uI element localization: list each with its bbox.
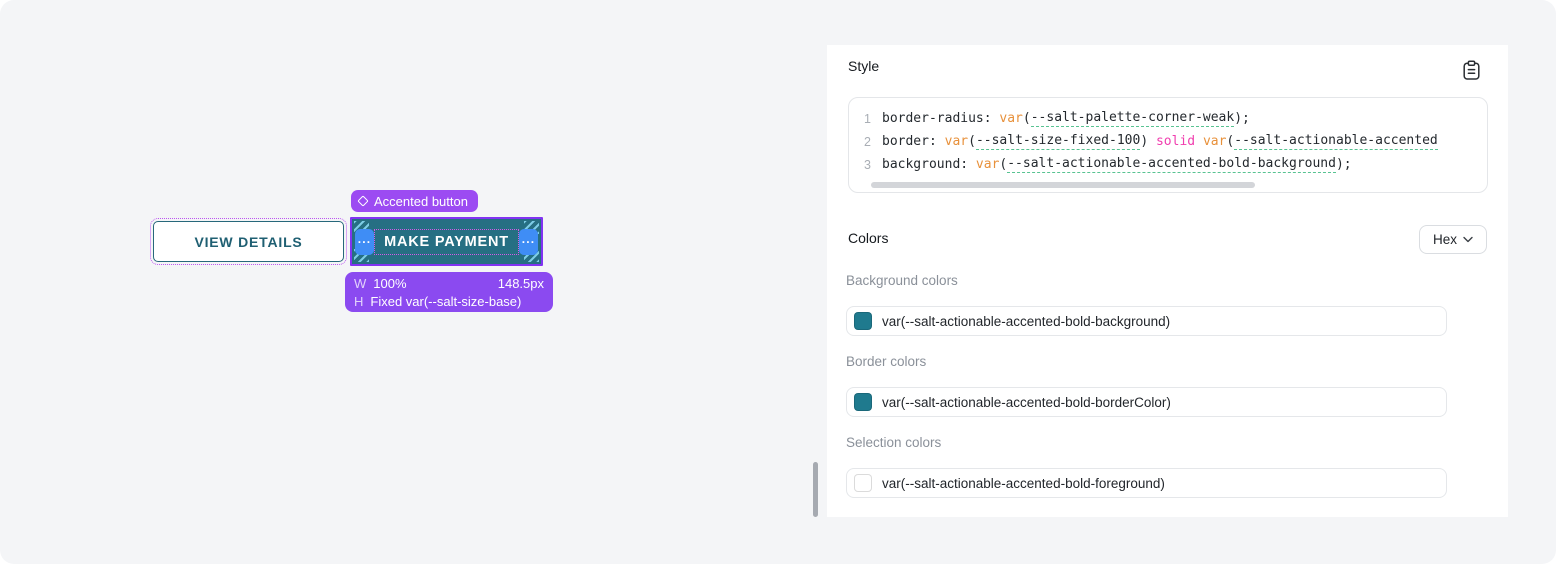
component-diamond-icon [357,195,369,207]
color-token-row[interactable]: var(--salt-actionable-accented-bold-fore… [846,468,1447,498]
color-token-value: var(--salt-actionable-accented-bold-back… [882,313,1171,329]
line-number: 3 [864,157,871,172]
height-dim-label: H [354,293,364,309]
height-row: H Fixed var(--salt-size-base) [354,293,544,310]
width-pixels: 148.5px [497,275,544,291]
width-row: W 100% 148.5px [354,275,544,292]
color-sections: Background colors var(--salt-actionable-a… [846,273,1447,516]
line-number: 1 [864,111,871,126]
spacing-handle-left[interactable]: ··· [355,228,374,255]
line-number: 2 [864,134,871,149]
panel-vertical-scrollbar[interactable] [813,462,818,517]
height-value: Fixed var(--salt-size-base) [370,293,522,309]
color-section-label: Selection colors [846,435,942,450]
style-section-title: Style [848,58,880,74]
copy-code-icon[interactable] [1462,60,1481,86]
chevron-down-icon [1463,236,1473,243]
colors-section-title: Colors [848,230,889,246]
code-horizontal-scrollbar[interactable] [871,182,1255,188]
spacing-handle-right[interactable]: ··· [519,228,538,255]
width-dim-label: W [354,275,367,291]
color-section-label: Border colors [846,354,927,369]
color-token-value: var(--salt-actionable-accented-bold-bord… [882,394,1171,410]
color-swatch [854,393,872,411]
color-swatch [854,474,872,492]
component-badge[interactable]: Accented button [351,190,478,212]
view-details-label: VIEW DETAILS [194,233,303,250]
color-token-row[interactable]: var(--salt-actionable-accented-bold-back… [846,306,1447,336]
component-badge-label: Accented button [374,193,468,209]
color-format-dropdown[interactable]: Hex [1419,225,1487,254]
make-payment-label: MAKE PAYMENT [374,228,519,255]
color-format-value: Hex [1432,232,1457,247]
color-swatch [854,312,872,330]
color-token-value: var(--salt-actionable-accented-bold-fore… [882,475,1165,491]
size-tooltip: W 100% 148.5px H Fixed var(--salt-size-b… [345,272,553,312]
width-value: 100% [373,275,407,291]
view-details-button[interactable]: VIEW DETAILS [150,218,347,265]
color-section-label: Background colors [846,273,958,288]
make-payment-button[interactable]: ··· ··· MAKE PAYMENT [350,217,543,266]
color-token-row[interactable]: var(--salt-actionable-accented-bold-bord… [846,387,1447,417]
